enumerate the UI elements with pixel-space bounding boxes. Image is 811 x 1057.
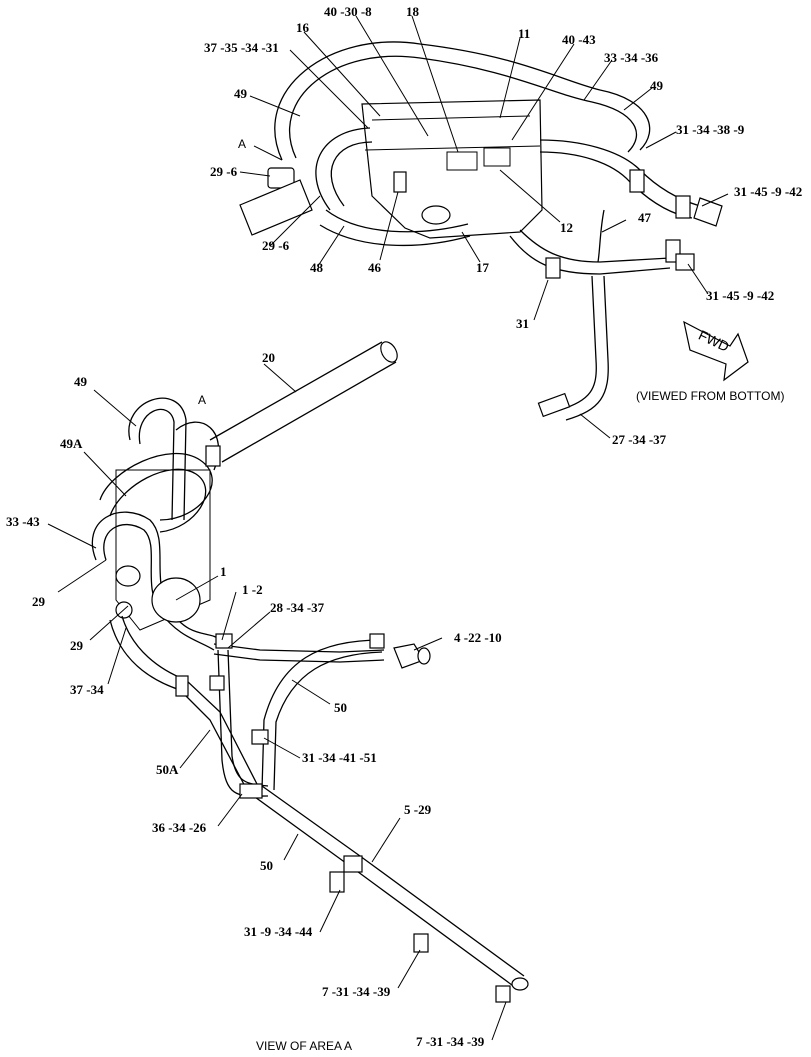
callout: A (238, 137, 246, 151)
callout: 12 (560, 220, 573, 235)
callout: 1 (220, 564, 227, 579)
callout: 49A (60, 436, 83, 451)
callout: A (198, 393, 206, 407)
callout: 37 -35 -34 -31 (204, 40, 279, 55)
callout: 31 -9 -34 -44 (244, 924, 313, 939)
callout: 20 (262, 350, 275, 365)
callout: 31 (516, 316, 529, 331)
fwd-arrow-icon: FWD (683, 320, 749, 382)
callout: 7 -31 -34 -39 (416, 1034, 485, 1049)
callout: 5 -29 (404, 802, 432, 817)
callout: 1 -2 (242, 582, 263, 597)
callout: 33 -34 -36 (604, 50, 659, 65)
upper-leader-lines (239, 15, 729, 439)
callout: 36 -34 -26 (152, 820, 207, 835)
callout: 49 (74, 374, 88, 389)
callout: 33 -43 (6, 514, 40, 529)
callout: 48 (310, 260, 324, 275)
callout: 29 (32, 594, 46, 609)
callout: 17 (476, 260, 490, 275)
callout: 40 -30 -8 (324, 4, 372, 19)
callout: 50 (260, 858, 273, 873)
view-caption: (VIEWED FROM BOTTOM) (636, 389, 784, 403)
callout: 29 (70, 638, 84, 653)
callout: 27 -34 -37 (612, 432, 667, 447)
callout: 40 -43 (562, 32, 596, 47)
upper-assembly-drawing: FWD (239, 41, 749, 421)
callout: 31 -45 -9 -42 (706, 288, 774, 303)
callout: 7 -31 -34 -39 (322, 984, 391, 999)
lower-leader-lines (47, 363, 507, 1041)
upper-callouts: 40 -30 -8 18 16 37 -35 -34 -31 11 40 -43… (204, 4, 802, 447)
callout: 49 (234, 86, 248, 101)
callout: 28 -34 -37 (270, 600, 325, 615)
callout: 29 -6 (262, 238, 290, 253)
callout: 11 (518, 26, 530, 41)
callout: 29 -6 (210, 164, 238, 179)
callout: 49 (650, 78, 664, 93)
lower-callouts: 20 49 A 49A 33 -43 29 1 29 1 -2 28 -34 -… (6, 350, 502, 1053)
callout: 50A (156, 762, 179, 777)
callout: 46 (368, 260, 382, 275)
callout: 50 (334, 700, 347, 715)
callout: 31 -34 -38 -9 (676, 122, 745, 137)
callout: 18 (406, 4, 420, 19)
callout: 16 (296, 20, 310, 35)
lower-assembly-drawing (91, 341, 529, 1003)
callout: 31 -34 -41 -51 (302, 750, 377, 765)
callout: 47 (638, 210, 652, 225)
callout: 4 -22 -10 (454, 630, 502, 645)
view-caption: VIEW OF AREA A (256, 1039, 352, 1053)
callout: 31 -45 -9 -42 (734, 184, 802, 199)
callout: 37 -34 (70, 682, 104, 697)
